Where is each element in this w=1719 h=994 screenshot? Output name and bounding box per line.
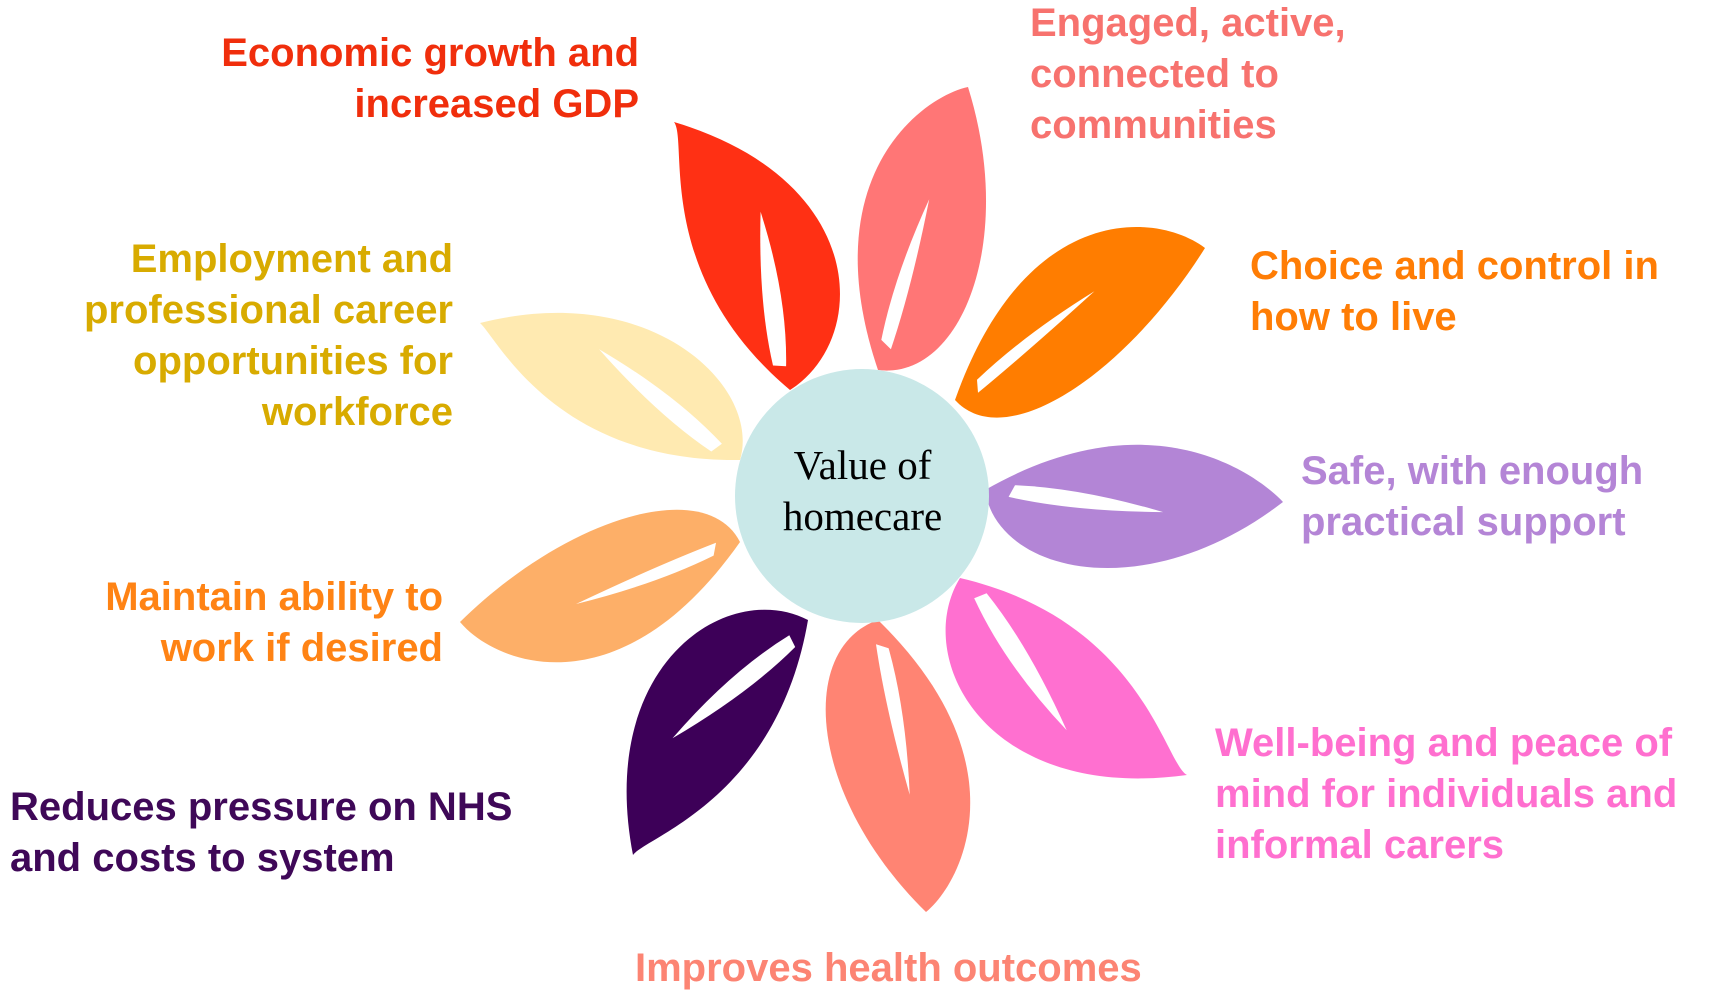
petal-vein-employment <box>599 349 722 452</box>
petal-label-well-being: Well-being and peace of mind for individ… <box>1215 721 1678 867</box>
petal-vein-nhs-pressure <box>672 635 796 739</box>
center-label: Value of homecare <box>735 440 990 542</box>
center-label-line-1: Value of <box>793 442 932 488</box>
petal-label-nhs-pressure: Reduces pressure on NHS and costs to sys… <box>10 785 513 880</box>
petal-vein-well-being <box>974 593 1067 731</box>
center-label-line-2: homecare <box>782 493 943 539</box>
center-circle <box>735 369 989 623</box>
petal-label-employment: Employment and professional career oppor… <box>83 237 453 434</box>
petal-label-health-outcomes: Improves health outcomes <box>635 946 1142 990</box>
petal-label-work-ability: Maintain ability to work if desired <box>105 575 443 670</box>
petal-vein-choice-control <box>977 291 1095 393</box>
petal-economic-growth <box>674 122 840 390</box>
petal-health-outcomes <box>825 620 971 912</box>
petal-choice-control <box>955 226 1205 418</box>
petal-vein-economic-growth <box>760 211 787 367</box>
petal-work-ability <box>460 509 740 663</box>
petal-vein-safe-support <box>1008 485 1164 513</box>
petal-label-choice-control: Choice and control in how to live <box>1250 244 1659 339</box>
petal-vein-work-ability <box>576 542 716 604</box>
petal-label-safe-support: Safe, with enough practical support <box>1301 449 1644 544</box>
petal-label-economic-growth: Economic growth and increased GDP <box>221 31 639 126</box>
petal-vein-engaged-active <box>881 199 930 350</box>
petal-vein-health-outcomes <box>876 644 910 795</box>
petal-label-engaged-active: Engaged, active, connected to communitie… <box>1030 1 1346 147</box>
petal-group <box>460 87 1283 912</box>
